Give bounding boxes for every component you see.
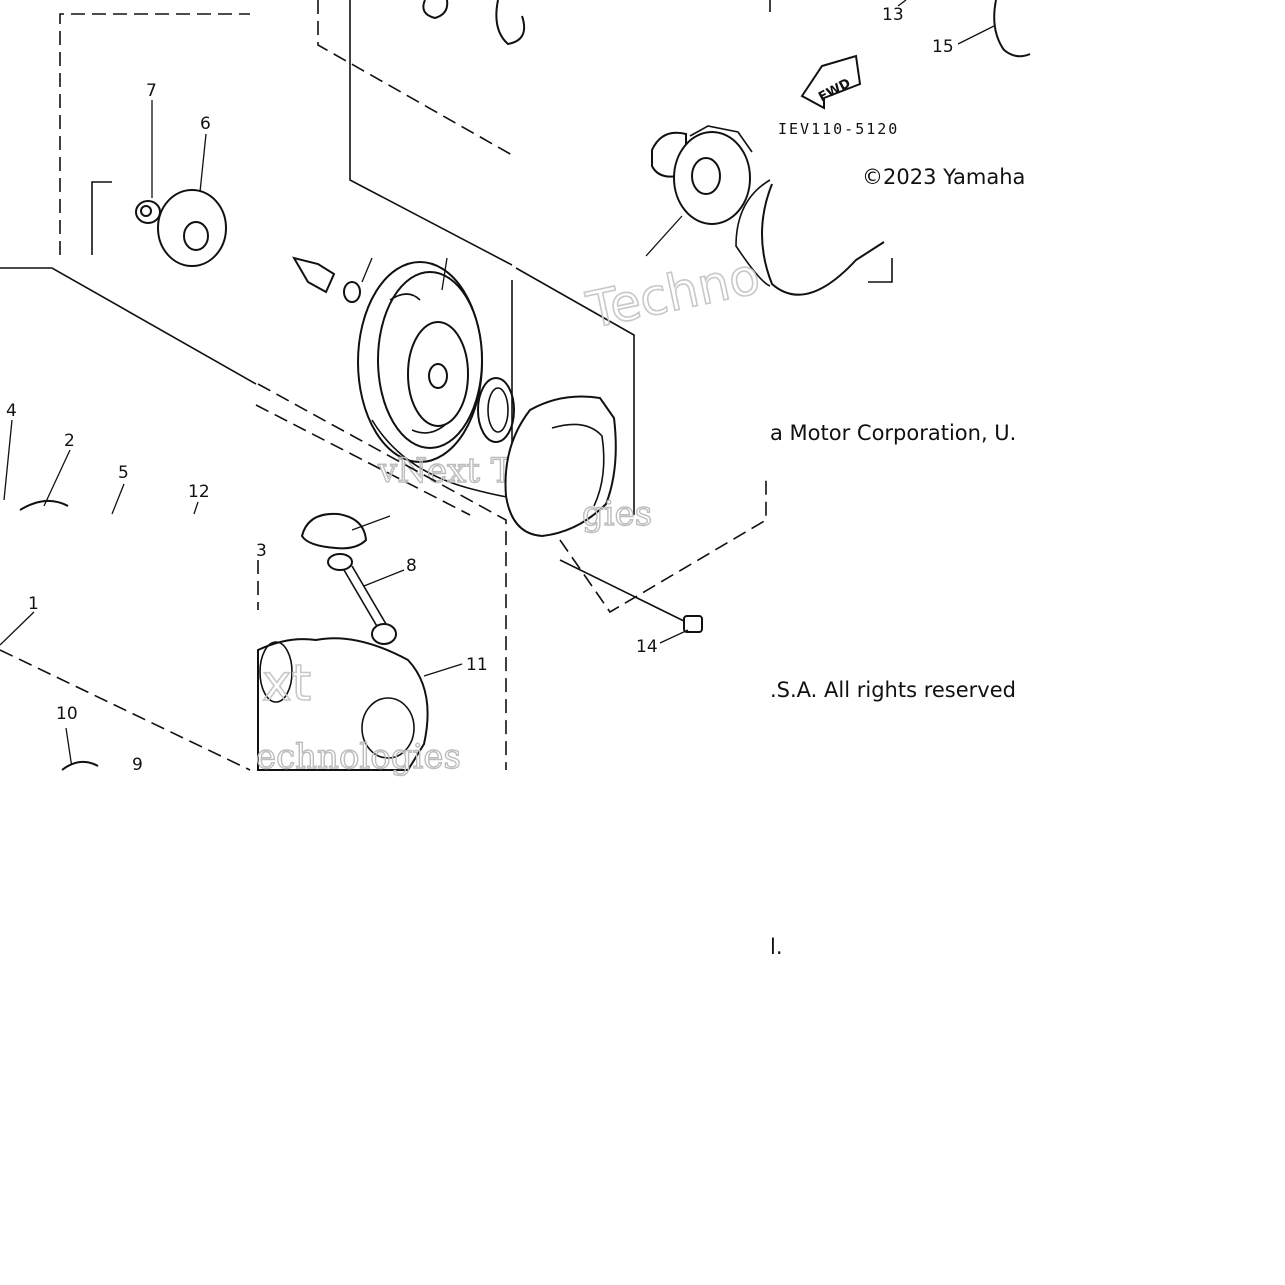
diagram-tile-lower-middle: 3 8 11 xt echnologies	[255, 383, 507, 778]
starter-handle-grip	[300, 512, 368, 571]
part-label-6: 6	[200, 114, 211, 134]
drive-pulley-hub	[651, 125, 753, 225]
starter-drum-reel	[357, 261, 483, 463]
part-label-14: 14	[636, 637, 658, 657]
copyright-line-1: ©2023 Yamaha	[862, 165, 1025, 189]
diagram-tile-upper-middle: vNext Tec	[255, 0, 551, 516]
diagram-tile-left: 4 2 5 12 1 10 9	[0, 267, 257, 775]
part-label-10: 10	[56, 704, 78, 724]
watermark-text-d: xt	[262, 654, 311, 712]
part-label-15: 15	[932, 37, 954, 57]
part-label-13: 13	[882, 5, 904, 25]
part-label-2: 2	[64, 431, 75, 451]
diagram-tile-pulley: Techno	[581, 125, 771, 341]
part-label-9: 9	[132, 755, 143, 775]
part-label-4: 4	[6, 401, 17, 421]
nut-part-7	[135, 200, 161, 224]
part-label-7: 7	[146, 81, 157, 101]
copyright-line-3: .S.A. All rights reserved	[770, 678, 1016, 702]
part-label-12: 12	[188, 482, 210, 502]
cover-gasket	[504, 395, 617, 538]
drawing-code: IEV110-5120	[778, 120, 899, 138]
starter-case-part-11	[257, 623, 429, 771]
watermark-text-e: gies	[582, 494, 652, 534]
drive-plate-part-6	[157, 189, 227, 267]
watermark-text-b: Techno	[581, 247, 765, 340]
part-label-11: 11	[466, 655, 488, 675]
fwd-arrow-icon: FWD	[800, 54, 862, 110]
diagram-tile-upper-right: 13 15 FWD IEV110-5120 ©2023 Yamaha	[769, 0, 1031, 189]
bolt-part-14	[559, 559, 703, 644]
part-label-1: 1	[28, 594, 39, 614]
part-label-3: 3	[256, 541, 267, 561]
part-label-5: 5	[118, 463, 129, 483]
diagram-tile-right-gasket	[761, 183, 893, 296]
copyright-line-4: l.	[770, 935, 783, 959]
part-label-8: 8	[406, 556, 417, 576]
watermark-text-c: echnologies	[256, 737, 461, 777]
diagram-tile-upper-left: 7 6	[59, 13, 250, 267]
diagram-tile-centre-right: gies 14	[504, 267, 767, 657]
copyright-line-2: a Motor Corporation, U.	[770, 421, 1016, 445]
